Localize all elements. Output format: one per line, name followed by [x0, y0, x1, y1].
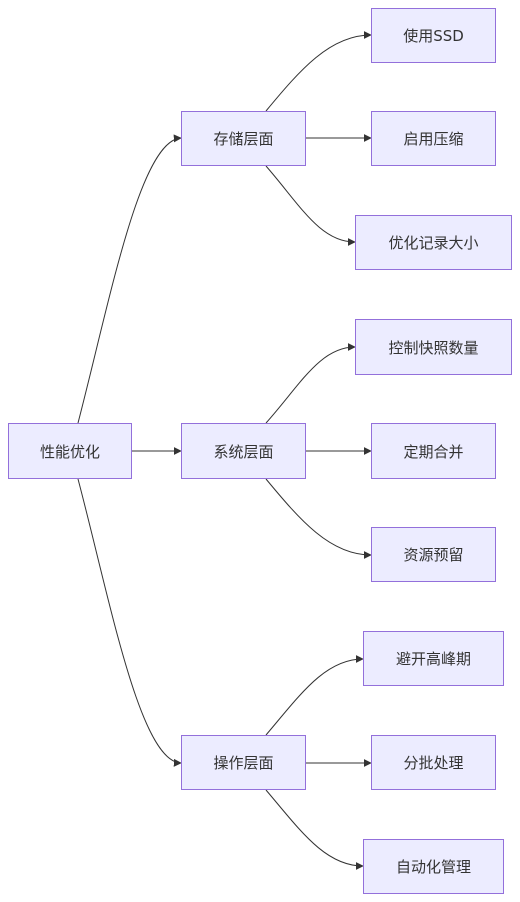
node-storage[interactable]: 存储层面	[181, 111, 306, 166]
edge-operation-to-automation	[265, 789, 364, 870]
node-root[interactable]: 性能优化	[8, 423, 132, 479]
node-avoid-peak[interactable]: 避开高峰期	[363, 631, 504, 686]
node-operation-label: 操作层面	[213, 754, 274, 772]
node-automation[interactable]: 自动化管理	[363, 839, 504, 894]
node-resource-reserve-label: 资源预留	[403, 546, 464, 564]
node-system[interactable]: 系统层面	[181, 423, 306, 479]
edge-operation-to-offpeak	[265, 655, 364, 736]
node-use-ssd[interactable]: 使用SSD	[371, 8, 496, 63]
edge-storage-to-record-size	[265, 165, 356, 246]
edge-root-to-storage	[77, 134, 182, 424]
edge-storage-to-ssd	[265, 31, 372, 112]
node-resource-reserve[interactable]: 资源预留	[371, 527, 496, 582]
node-use-ssd-label: 使用SSD	[403, 27, 464, 45]
edge-root-to-operation	[77, 478, 182, 767]
node-automation-label: 自动化管理	[395, 858, 471, 876]
node-optimize-record-size[interactable]: 优化记录大小	[355, 215, 512, 270]
node-control-snapshots[interactable]: 控制快照数量	[355, 319, 512, 375]
node-batch-processing[interactable]: 分批处理	[371, 735, 496, 790]
node-enable-compression[interactable]: 启用压缩	[371, 111, 496, 166]
node-batch-processing-label: 分批处理	[403, 754, 464, 772]
node-periodic-merge-label: 定期合并	[403, 442, 464, 461]
node-enable-compression-label: 启用压缩	[403, 130, 464, 148]
node-root-label: 性能优化	[39, 442, 100, 461]
node-control-snapshots-label: 控制快照数量	[388, 338, 479, 357]
node-operation[interactable]: 操作层面	[181, 735, 306, 790]
node-system-label: 系统层面	[213, 442, 274, 461]
edge-system-to-snapshots	[265, 343, 356, 424]
node-optimize-record-size-label: 优化记录大小	[388, 234, 479, 252]
edge-system-to-reserve	[265, 478, 372, 559]
node-periodic-merge[interactable]: 定期合并	[371, 423, 496, 479]
node-storage-label: 存储层面	[213, 130, 274, 148]
node-avoid-peak-label: 避开高峰期	[395, 650, 471, 668]
